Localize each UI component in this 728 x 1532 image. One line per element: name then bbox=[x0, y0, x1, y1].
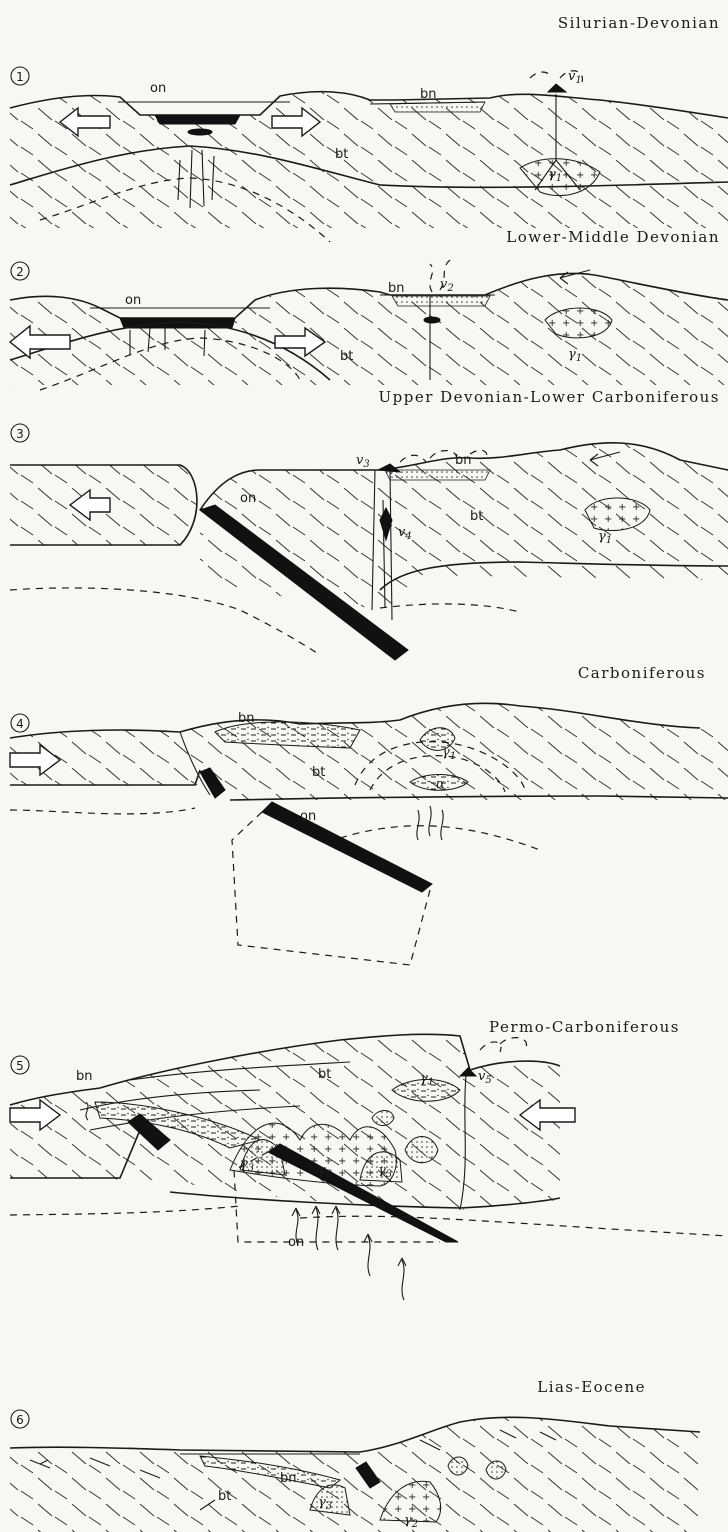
stage-5-bt-label: bt bbox=[318, 1067, 331, 1082]
stage-4-section: 4 bn bt on γ1 α bbox=[0, 660, 728, 1010]
stage-2-section: 2 on bn bt v2 γ1 bbox=[0, 220, 728, 390]
stage-1-on-label: on bbox=[150, 81, 166, 96]
stage-4-bn-label: bn bbox=[238, 711, 255, 726]
stage-2-bn-label: bn bbox=[388, 281, 405, 296]
stage-4-panel: Carboniferous 4 bn bt on γ1 α bbox=[0, 660, 728, 1010]
stage-6-section: 6 bt bn γ3 γ2 bbox=[0, 1370, 728, 1532]
stage-2-bt-label: bt bbox=[340, 349, 353, 364]
stage-6-number: 6 bbox=[16, 1413, 24, 1427]
stage-1-v-label: v1 bbox=[568, 69, 582, 86]
stage-6-bn-label: bn bbox=[280, 1471, 297, 1486]
stage-5-panel: Permo-Carboniferous 5 bn bt on v5 γ1 γ2 bbox=[0, 1010, 728, 1370]
stage-6-bt-label: bt bbox=[218, 1489, 231, 1504]
stage-1-number: 1 bbox=[16, 70, 24, 84]
stage-3-bt-label: bt bbox=[470, 509, 483, 524]
stage-1-section: 1 on bn bt v1 γ1 bbox=[0, 0, 728, 240]
stage-2-on-label: on bbox=[125, 293, 141, 308]
stage-5-number: 5 bbox=[16, 1059, 24, 1073]
stage-5-on-label: on bbox=[288, 1235, 304, 1250]
stage-3-number: 3 bbox=[16, 427, 24, 441]
stage-3-v3-label: v3 bbox=[356, 453, 370, 470]
stage-1-bt-label: bt bbox=[335, 147, 348, 162]
stage-4-number: 4 bbox=[16, 717, 24, 731]
stage-3-on-label: on bbox=[240, 491, 256, 506]
stage-2-v-label: v2 bbox=[440, 277, 454, 294]
stage-5-section: 5 bn bt on v5 γ1 γ2 γ3 γ3 bbox=[0, 1010, 728, 1370]
stage-3-panel: Upper Devonian-Lower Carboniferous 3 on … bbox=[0, 380, 728, 660]
stage-1-bn-label: bn bbox=[420, 87, 437, 102]
stage-3-bn-label: bn bbox=[455, 453, 472, 468]
stage-3-section: 3 on bn bt v3 v4 γ1 bbox=[0, 380, 728, 660]
stage-1-panel: Silurian-Devonian 1 on bn bt v1 γ1 bbox=[0, 0, 728, 240]
stage-4-bt-label: bt bbox=[312, 765, 325, 780]
stage-6-panel: Lias-Eocene 6 bt bn γ3 γ2 bbox=[0, 1370, 728, 1532]
stage-4-alpha-label: α bbox=[436, 777, 445, 792]
stage-4-on-label: on bbox=[300, 809, 316, 824]
stage-2-panel: Lower-Middle Devonian 2 on bn bt v2 γ1 bbox=[0, 220, 728, 390]
stage-2-number: 2 bbox=[16, 265, 24, 279]
stage-5-bn-label: bn bbox=[76, 1069, 93, 1084]
